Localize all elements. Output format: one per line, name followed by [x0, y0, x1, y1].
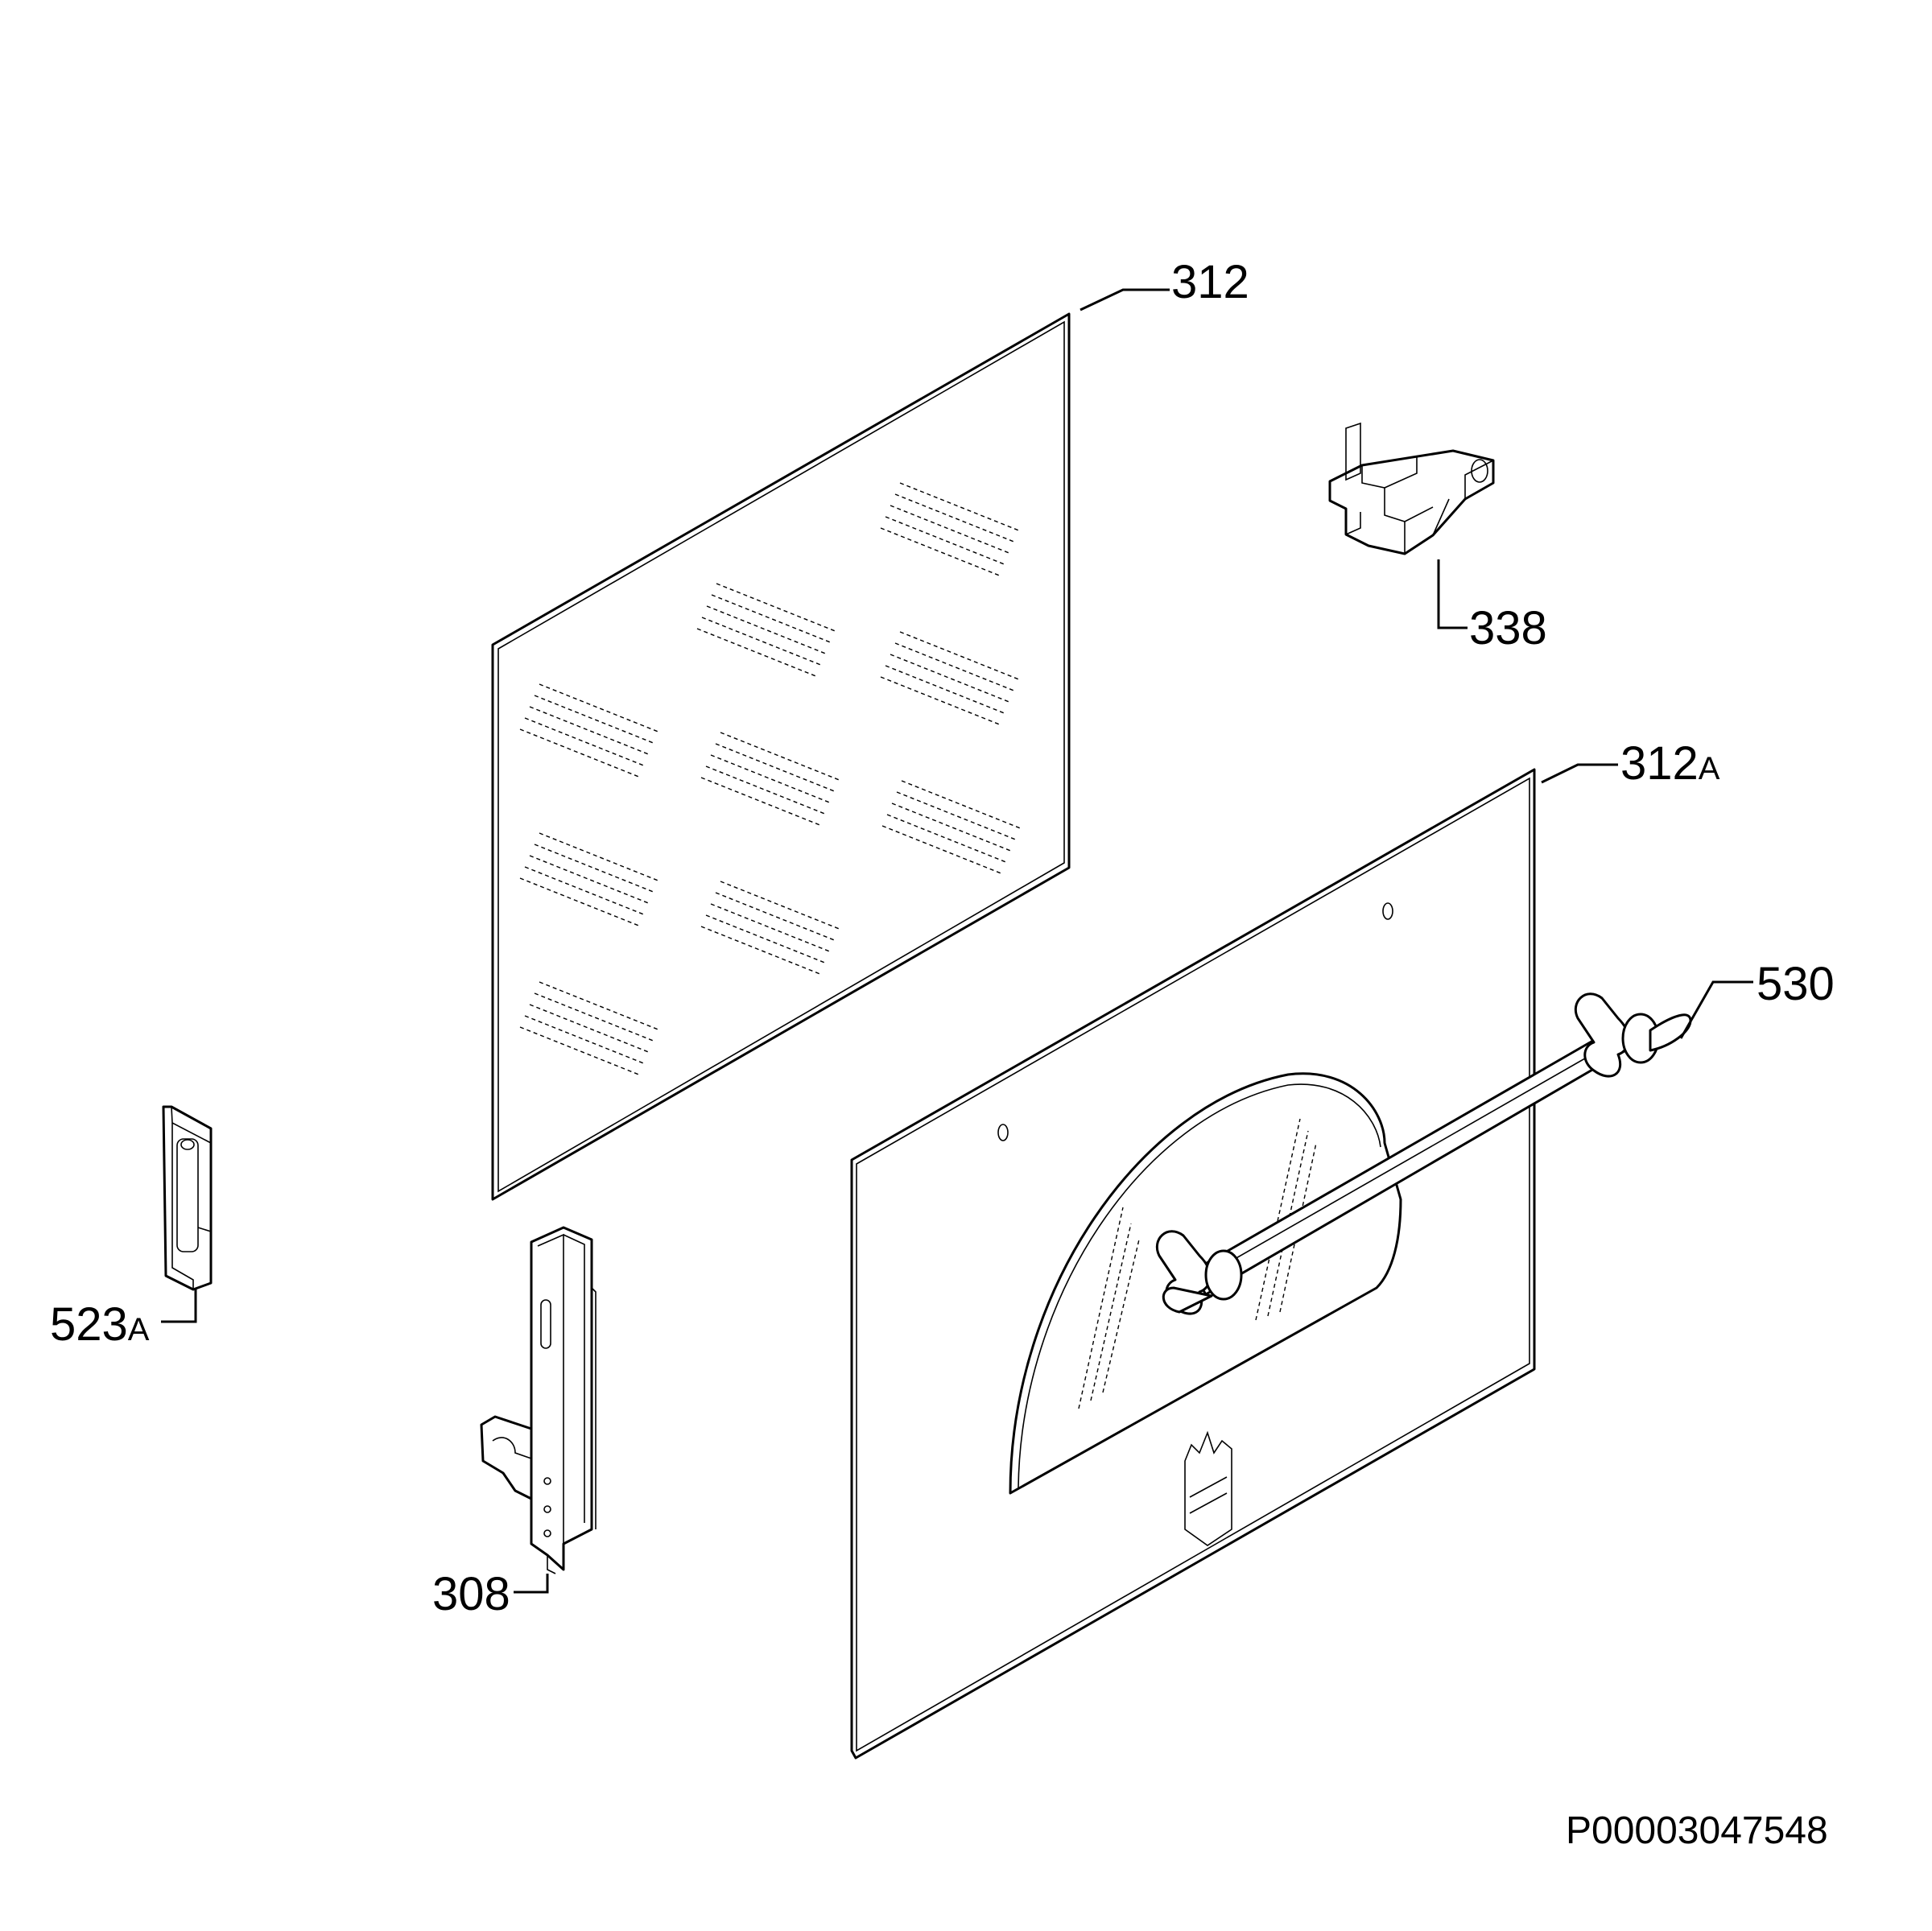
mounting-hole [1382, 902, 1393, 920]
part-530-door-handle [1155, 992, 1692, 1315]
leader-lines [161, 288, 1753, 1594]
leader-338 [1437, 559, 1468, 629]
part-338-door-clip [1328, 422, 1495, 555]
part-312-inner-glass-panel [491, 312, 1071, 1201]
leader-312 [1080, 288, 1170, 312]
viewing-window [1009, 1072, 1402, 1495]
part-308-door-hinge [480, 1226, 597, 1574]
callout-labels: 312 338 312A 530 523A 308 [50, 256, 1835, 1620]
callout-523A: 523A [50, 1298, 150, 1351]
glass-print-pattern [519, 482, 1023, 1076]
callout-530: 530 [1757, 958, 1835, 1010]
handle-bracket-right [1574, 992, 1692, 1078]
document-id: P00003047548 [1566, 1809, 1828, 1852]
leader-308 [514, 1574, 549, 1594]
leader-530 [1679, 980, 1753, 1039]
handle-bracket-left [1155, 1230, 1243, 1315]
callout-308: 308 [432, 1568, 510, 1620]
callout-312A: 312A [1620, 737, 1720, 790]
part-523A-hinge-cover [162, 1105, 213, 1291]
leader-312A [1541, 763, 1618, 784]
mounting-hole [997, 1124, 1009, 1141]
callout-312: 312 [1171, 256, 1249, 308]
leader-523A [161, 1288, 197, 1323]
brand-logo [1184, 1430, 1232, 1546]
callout-338: 338 [1469, 602, 1547, 654]
